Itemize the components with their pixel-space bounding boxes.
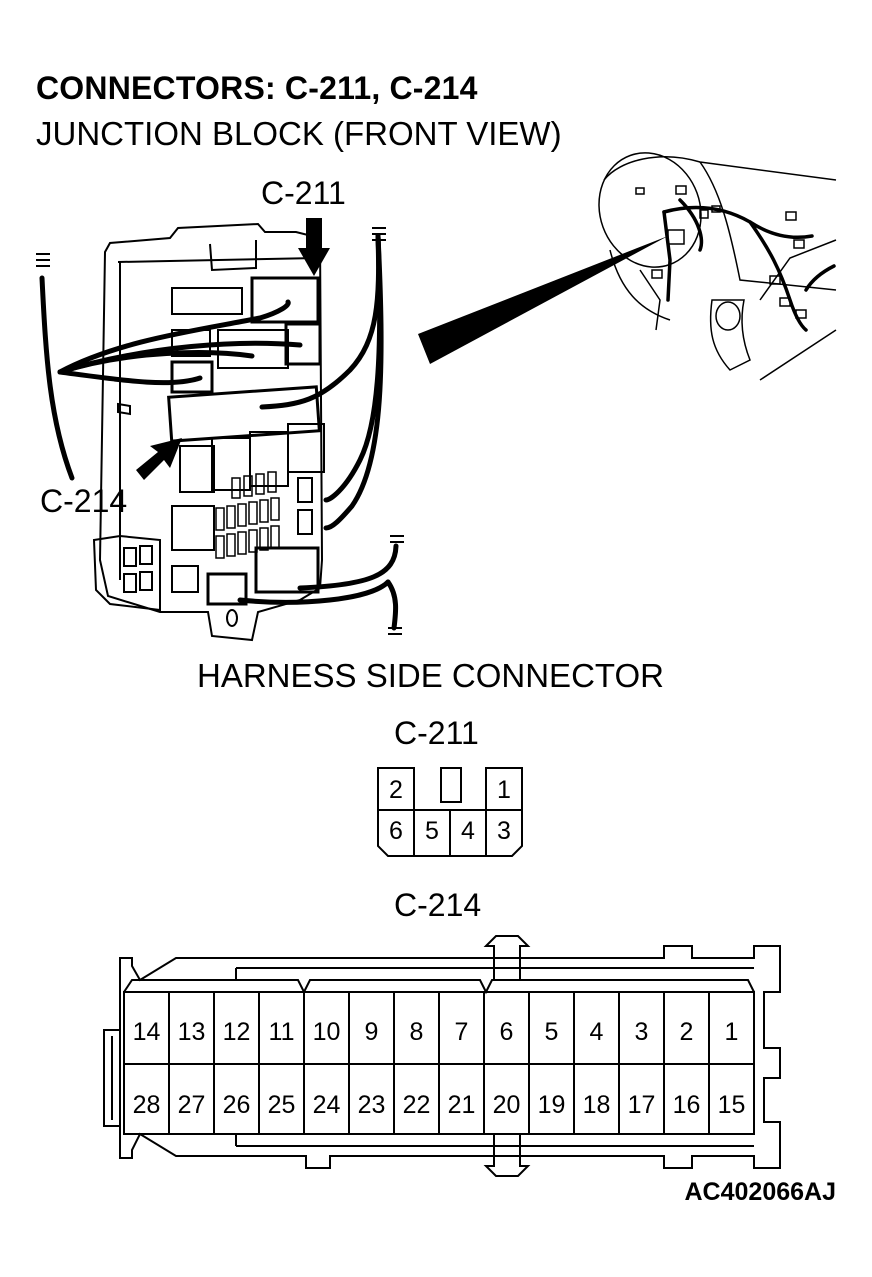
c214-housing — [103, 945, 781, 1169]
c211-socket — [250, 276, 320, 324]
c214-pin: 18 — [583, 1091, 611, 1119]
c214-pin: 11 — [269, 1018, 295, 1046]
page-subtitle: JUNCTION BLOCK (FRONT VIEW) — [36, 115, 562, 152]
c214-pin: 12 — [223, 1018, 251, 1046]
c214-pin: 16 — [673, 1091, 701, 1119]
c214-pin: 20 — [493, 1091, 521, 1119]
c214-pin: 14 — [133, 1018, 161, 1046]
c214-pin: 25 — [268, 1091, 296, 1119]
c214-pin: 21 — [448, 1091, 476, 1119]
c214-pin: 23 — [358, 1091, 386, 1119]
page-title: CONNECTORS: C-211, C-214 — [36, 70, 478, 106]
callout-c214: C-214 — [40, 483, 128, 519]
c211-arrow-icon — [298, 218, 330, 276]
callout-c211: C-211 — [261, 175, 346, 211]
figure-code: AC402066AJ — [684, 1178, 837, 1206]
c214-pin: 17 — [628, 1091, 656, 1119]
c211-pin: 2 — [389, 776, 403, 804]
c211-pin: 5 — [425, 817, 439, 845]
c211-pin: 3 — [497, 817, 511, 845]
c214-pin: 26 — [223, 1091, 251, 1119]
c214-pin: 24 — [313, 1091, 341, 1119]
c214-pin: 8 — [410, 1018, 424, 1046]
c214-arrow-icon — [136, 438, 182, 480]
c214-pin: 9 — [365, 1018, 379, 1046]
c214-socket — [167, 385, 321, 443]
c214-pin: 7 — [455, 1018, 469, 1046]
c211-connector-label: C-211 — [394, 715, 479, 751]
c214-pin: 3 — [635, 1018, 649, 1046]
c211-pin: 1 — [497, 776, 511, 804]
c214-pin: 15 — [718, 1091, 746, 1119]
c214-pin: 1 — [725, 1018, 739, 1046]
c214-pin: 10 — [313, 1018, 341, 1046]
c214-pin: 5 — [545, 1018, 559, 1046]
c211-pin: 6 — [389, 817, 403, 845]
location-pointer-icon — [418, 236, 668, 364]
c214-connector-label: C-214 — [394, 887, 482, 923]
c214-pin: 27 — [178, 1091, 206, 1119]
c214-pin: 19 — [538, 1091, 566, 1119]
c211-connector-outline — [377, 767, 523, 857]
c214-pin: 4 — [590, 1018, 604, 1046]
c214-pin: 2 — [680, 1018, 694, 1046]
harness-side-heading: HARNESS SIDE CONNECTOR — [197, 657, 664, 694]
c211-pin: 4 — [461, 817, 475, 845]
c211-key-slot — [440, 767, 462, 803]
c214-pin: 22 — [403, 1091, 431, 1119]
c214-pin: 6 — [500, 1018, 514, 1046]
c214-pin: 13 — [178, 1018, 206, 1046]
c214-pin: 28 — [133, 1091, 161, 1119]
